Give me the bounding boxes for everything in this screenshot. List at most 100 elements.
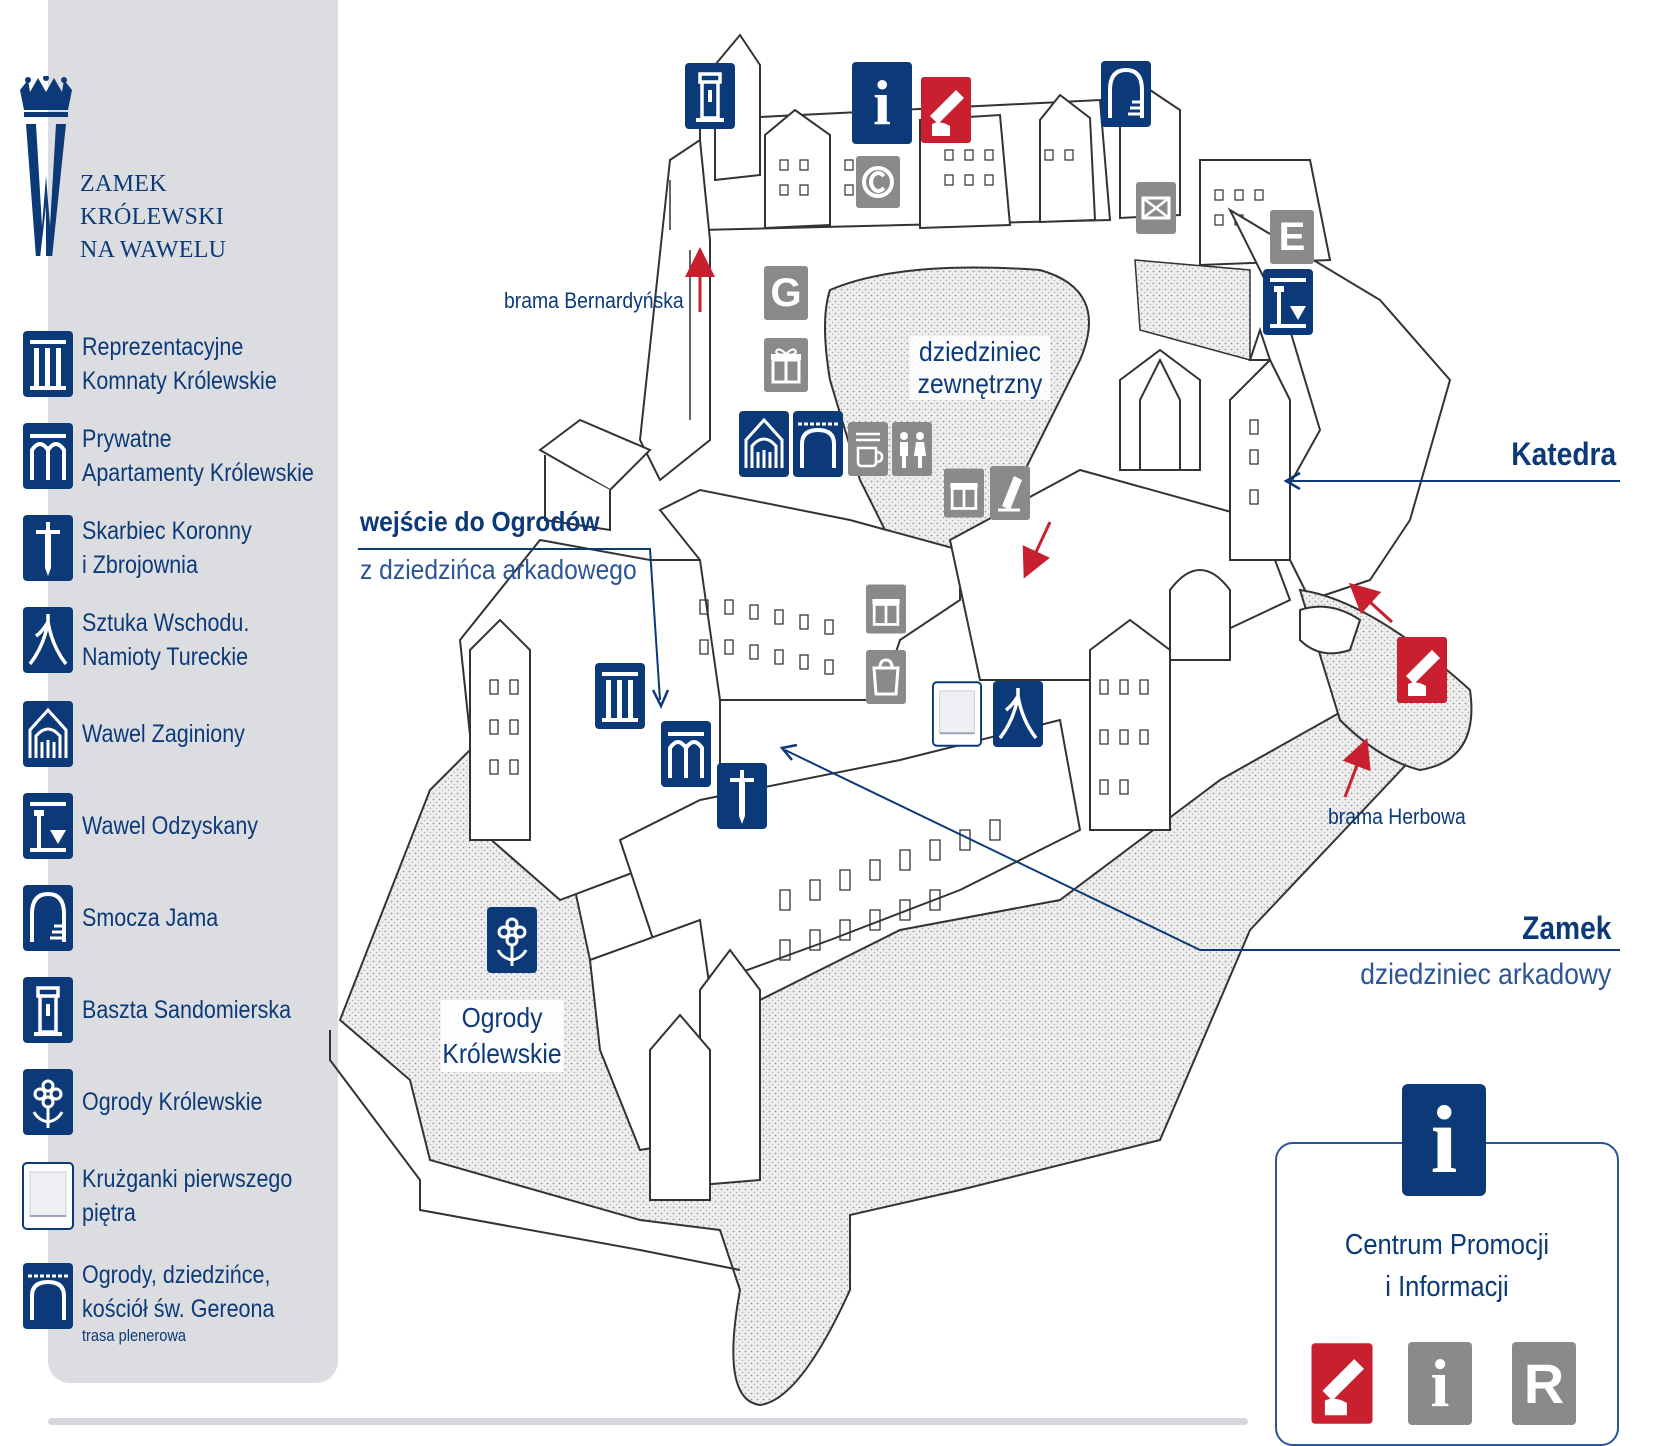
legend-item-zaginiony: Wawel Zaginiony <box>22 700 340 780</box>
gate-herbowa-label: brama Herbowa <box>1328 804 1466 829</box>
mail-icon[interactable] <box>1136 182 1176 234</box>
recovered-icon <box>23 793 73 859</box>
castle-buildings <box>458 488 1082 1201</box>
copyright-icon[interactable] <box>856 156 900 208</box>
legend-label: Wawel Zaginiony <box>82 720 245 748</box>
gift-icon[interactable] <box>764 338 808 392</box>
legend-sublabel: trasa plenerowa <box>82 1326 187 1345</box>
tower-icon <box>23 977 73 1043</box>
garden-entry-subtitle: z dziedzińca arkadowego <box>360 554 637 585</box>
ticket-icon[interactable] <box>1310 1342 1374 1425</box>
arrow-herbowa <box>1342 737 1371 798</box>
legend-label: Krużganki pierwszego <box>82 1165 293 1193</box>
arrow-cathedral-gate <box>1348 582 1394 624</box>
marker-r[interactable]: R <box>1512 1342 1576 1425</box>
brand-name: ZAMEK KRÓLEWSKI NA WAWELU <box>80 168 280 267</box>
legend-item-ogrody: Ogrody Królewskie <box>22 1068 340 1148</box>
garden-entry-title: wejście do Ogrodów <box>360 506 600 537</box>
legend-label: Sztuka Wschodu. <box>82 609 250 637</box>
legend-item-skarbiec: Skarbiec Koronny i Zbrojownia <box>22 514 340 594</box>
info-center-line-2: i Informacji <box>1385 1271 1509 1303</box>
brand-line-1: ZAMEK <box>80 171 167 197</box>
cave-icon <box>23 885 73 951</box>
info-center-line-1: Centrum Promocji <box>1344 1229 1550 1261</box>
legend-label: piętra <box>82 1199 136 1227</box>
brand-line-3: NA WAWELU <box>80 237 227 263</box>
gate-icon <box>23 1263 73 1329</box>
arrow-courtyard <box>1022 521 1052 579</box>
legend-label: Prywatne <box>82 425 172 453</box>
legend-label: Ogrody Królewskie <box>82 1088 263 1116</box>
columns-icon[interactable] <box>594 662 646 730</box>
sword-icon <box>23 515 73 581</box>
flower-icon[interactable] <box>486 906 538 974</box>
cafe-icon[interactable] <box>848 422 888 476</box>
legend-label: Smocza Jama <box>82 904 219 932</box>
legend-item-plenerowa: Ogrody, dziedzińce, kościół św. Gereona tr… <box>22 1261 340 1345</box>
gardens-line-1: Ogrody <box>461 1002 543 1033</box>
tent-icon[interactable] <box>992 680 1044 748</box>
katedra-label: Katedra <box>1511 436 1616 472</box>
legend-label: Namioty Tureckie <box>82 643 249 671</box>
flower-icon <box>23 1069 73 1135</box>
legend-panel <box>48 0 338 1383</box>
columns-icon <box>23 331 73 397</box>
legend-label: i Zbrojownia <box>82 551 198 579</box>
legend-item-kruzganki: Krużganki pierwszego piętra <box>22 1162 340 1242</box>
info-center-title: Centrum Promocji i Informacji <box>1297 1224 1596 1308</box>
arches-icon[interactable] <box>660 720 712 788</box>
gift-icon[interactable] <box>944 466 984 520</box>
gallery-icon[interactable] <box>932 680 982 748</box>
marker-e[interactable]: E <box>1270 210 1314 264</box>
outer-fortification <box>338 688 1422 1407</box>
outer-courtyard-line-2: zewnętrzny <box>917 368 1043 399</box>
restroom-icon[interactable] <box>892 422 932 476</box>
legend-label: Komnaty Królewskie <box>82 367 277 395</box>
cathedral-buildings <box>948 326 1292 831</box>
ticket-icon[interactable] <box>920 76 972 144</box>
info-marker[interactable]: i <box>852 62 912 144</box>
cave-icon[interactable] <box>1100 60 1152 128</box>
tower-icon[interactable] <box>684 62 736 130</box>
gallery-icon <box>22 1162 74 1230</box>
sword-icon[interactable] <box>716 762 768 830</box>
gift-icon[interactable] <box>866 582 906 636</box>
recovered-icon[interactable] <box>1262 268 1314 336</box>
zamek-leader <box>784 749 1620 951</box>
arches-icon <box>23 423 73 489</box>
legend-label: Apartamenty Królewskie <box>82 459 314 487</box>
gate-bernardynska-label: brama Bernardyńska <box>504 288 684 313</box>
crown-w-logo-icon <box>20 76 72 256</box>
bottom-divider <box>48 1418 1248 1425</box>
church-icon <box>23 701 73 767</box>
outer-courtyard-label: dziedziniec zewnętrzny <box>909 336 1051 400</box>
outer-courtyard-line-1: dziedziniec <box>919 336 1041 367</box>
info-marker[interactable]: i <box>1402 1084 1486 1196</box>
garden-entry-leader <box>358 548 661 701</box>
tickets-machine-icon[interactable] <box>990 466 1030 520</box>
legend-item-odzyskany: Wawel Odzyskany <box>22 792 340 872</box>
ticket-icon[interactable] <box>1396 636 1448 704</box>
zamek-label: Zamek <box>1521 910 1611 946</box>
legend-label: Wawel Odzyskany <box>82 812 259 840</box>
legend-item-baszta: Baszta Sandomierska <box>22 976 340 1056</box>
marker-g[interactable]: G <box>764 266 808 320</box>
legend-item-namioty: Sztuka Wschodu. Namioty Tureckie <box>22 606 340 686</box>
gardens-label: Ogrody Królewskie <box>440 1000 564 1072</box>
church-icon[interactable] <box>738 410 790 478</box>
legend-label: Reprezentacyjne <box>82 333 244 361</box>
legend-label: kościół św. Gereona <box>82 1295 275 1323</box>
info-gray-marker[interactable]: i <box>1408 1342 1472 1425</box>
legend-sidebar: ZAMEK KRÓLEWSKI NA WAWELU Reprezentacyjn… <box>0 0 340 1385</box>
gate-icon[interactable] <box>792 410 844 478</box>
shop-bag-icon[interactable] <box>866 650 906 704</box>
gardens-line-2: Królewskie <box>442 1038 562 1069</box>
zamek-sublabel: dziedziniec arkadowy <box>1360 958 1611 991</box>
legend-item-smocza-jama: Smocza Jama <box>22 884 340 964</box>
legend-label: Skarbiec Koronny <box>82 517 252 545</box>
brand-line-2: KRÓLEWSKI <box>80 204 225 230</box>
north-buildings <box>699 33 1332 267</box>
legend-label: Ogrody, dziedzińce, <box>82 1261 271 1289</box>
